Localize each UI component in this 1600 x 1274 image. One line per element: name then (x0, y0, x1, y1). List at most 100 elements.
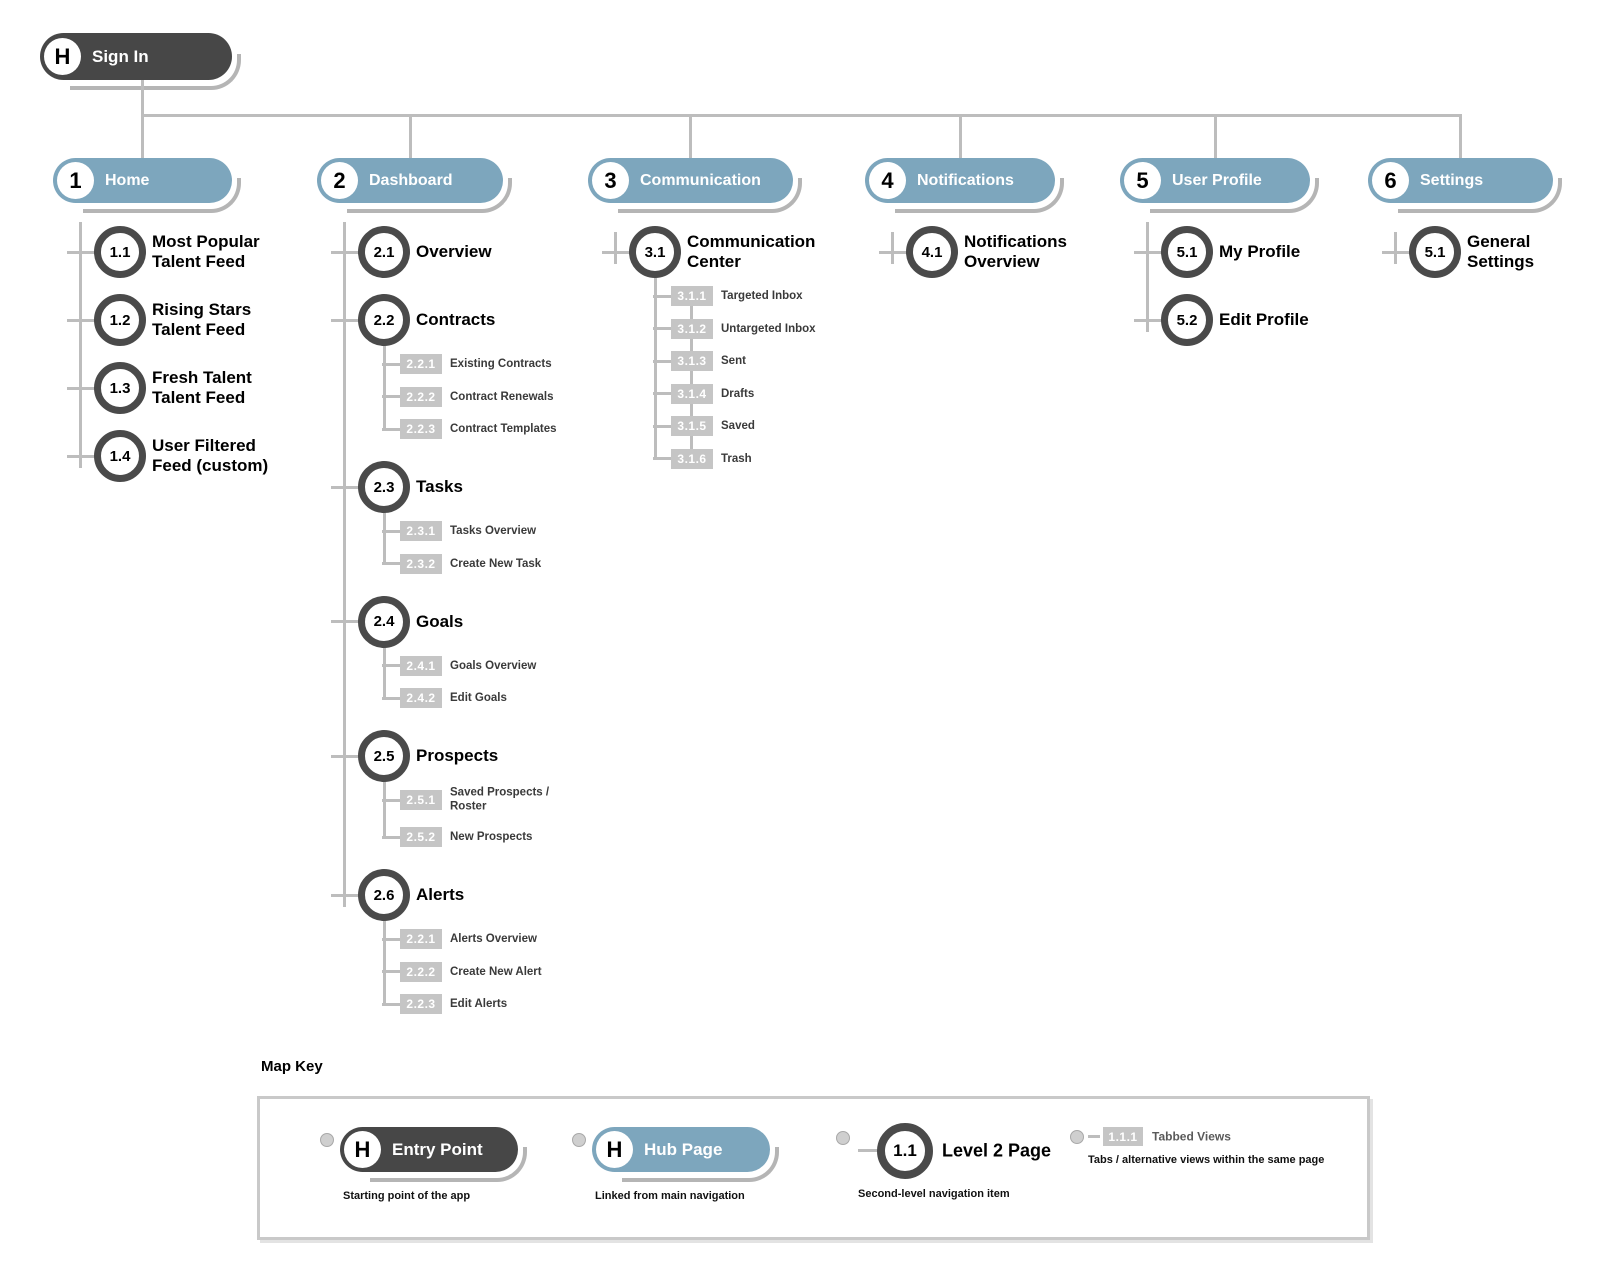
connector-tab-tick (653, 359, 671, 363)
label-line: Center (687, 252, 741, 271)
label-line: Edit Profile (1219, 309, 1309, 329)
level2-circle-1.2: 1.2 (94, 294, 146, 346)
connector-tab-line (653, 276, 657, 460)
connector-tab-tick (382, 937, 400, 941)
label-line: Drafts (721, 387, 755, 400)
key-tabbed-caption: Tabs / alternative views within the same… (1088, 1154, 1325, 1166)
connector-tab-link (690, 403, 693, 416)
connector-tab-line (382, 919, 386, 1006)
connector-hub-drop (1213, 114, 1217, 158)
label-line: Goals (416, 611, 464, 631)
tab-label: Create New Task (450, 556, 541, 570)
connector-tab-tick (382, 970, 400, 973)
connector-tick (331, 250, 360, 254)
label-line: Notifications (964, 231, 1067, 251)
tab-label: Edit Alerts (450, 997, 507, 1011)
connector-tick (879, 250, 908, 254)
label-line: Prospects (416, 745, 499, 765)
label-line: Goals Overview (450, 659, 537, 672)
tab-box-2.2.1: 2.2.1 (400, 354, 442, 374)
level2-circle-5.1: 5.1 (1409, 226, 1461, 278)
label-line: Tasks (416, 476, 463, 496)
label-line: Saved (721, 419, 755, 432)
tab-label: Create New Alert (450, 964, 542, 978)
tab-label: Trash (721, 451, 752, 465)
connector-tab-tick (653, 424, 671, 428)
tab-label: New Prospects (450, 830, 532, 844)
label-line: User Filtered (152, 435, 256, 455)
connector-tab-link (690, 371, 693, 384)
connector-tick (602, 250, 631, 254)
key-hub-label: Hub Page (644, 1139, 723, 1159)
hub-number-badge: 3 (592, 162, 629, 199)
tab-box-2.3.2: 2.3.2 (400, 553, 442, 574)
level2-circle-1.4: 1.4 (94, 430, 146, 482)
key-entry-badge-icon: H (344, 1131, 381, 1168)
connector-tick (331, 485, 360, 489)
level2-label: Contracts (416, 310, 495, 330)
key-entry-label: Entry Point (392, 1139, 483, 1159)
label-line: Alerts Overview (450, 932, 537, 945)
tab-box-3.1.6: 3.1.6 (671, 448, 713, 469)
label-line: Create New Alert (450, 965, 542, 978)
key-tabbed-box: 1.1.1 (1103, 1127, 1143, 1146)
tab-box-2.2.2: 2.2.2 (400, 386, 442, 407)
connector-hub-drop (689, 114, 692, 158)
tab-box-3.1.5: 3.1.5 (671, 416, 713, 436)
key-level2-label: Level 2 Page (942, 1140, 1052, 1161)
tab-box-2.3.1: 2.3.1 (400, 521, 442, 541)
connector-tick (67, 454, 96, 458)
connector-tab-tick (382, 395, 400, 398)
label-line: Contract Renewals (450, 390, 554, 403)
level2-circle-4.1: 4.1 (906, 226, 958, 278)
tab-label: Edit Goals (450, 691, 507, 705)
label-line: Rising Stars (152, 299, 252, 319)
tab-box-3.1.4: 3.1.4 (671, 383, 713, 404)
connector-tab-tick (382, 529, 400, 533)
label-line: Alerts (416, 884, 465, 904)
entry-point-node: H Sign In (40, 33, 241, 90)
level2-circle-2.3: 2.3 (358, 461, 410, 513)
level2-label: Alerts (416, 885, 464, 905)
label-line: Fresh Talent (152, 367, 252, 387)
label-line: Edit Alerts (450, 997, 508, 1010)
tab-label: Tasks Overview (450, 524, 536, 538)
entry-label: Sign In (92, 46, 149, 66)
label-line: Feed (custom) (152, 456, 269, 475)
hub-number-badge: 4 (869, 162, 906, 199)
label-line: Contracts (416, 309, 496, 329)
connector-hub-drop (408, 114, 412, 158)
key-entry-caption: Starting point of the app (343, 1190, 471, 1202)
key-hub-badge-icon: H (596, 1131, 633, 1168)
connector-hub-drop (958, 114, 962, 158)
label-line: Tasks Overview (450, 524, 537, 537)
connector-tab-link (690, 338, 693, 351)
connector-tab-link (690, 436, 693, 449)
connector-tab-tick (382, 362, 400, 366)
label-line: Trash (721, 452, 752, 465)
tab-label: Targeted Inbox (721, 289, 803, 303)
key-level2-caption: Second-level navigation item (858, 1188, 1010, 1200)
connector-tick (67, 250, 96, 254)
tab-label: Saved (721, 419, 755, 433)
label-line: My Profile (1219, 241, 1301, 261)
level2-circle-3.1: 3.1 (629, 226, 681, 278)
label-line: Talent Feed (152, 320, 246, 339)
level2-label: My Profile (1219, 242, 1300, 262)
label-line: Talent Feed (152, 388, 246, 407)
level2-circle-1.3: 1.3 (94, 362, 146, 414)
label-line: Communication (687, 231, 816, 251)
key-entry-point-node: H Entry Point (340, 1127, 527, 1182)
label-line: Untargeted Inbox (721, 322, 816, 335)
connector-tab-line (382, 780, 386, 839)
connector-tab-tick (382, 798, 400, 802)
label-line: New Prospects (450, 830, 533, 843)
connector-tick (67, 386, 96, 390)
